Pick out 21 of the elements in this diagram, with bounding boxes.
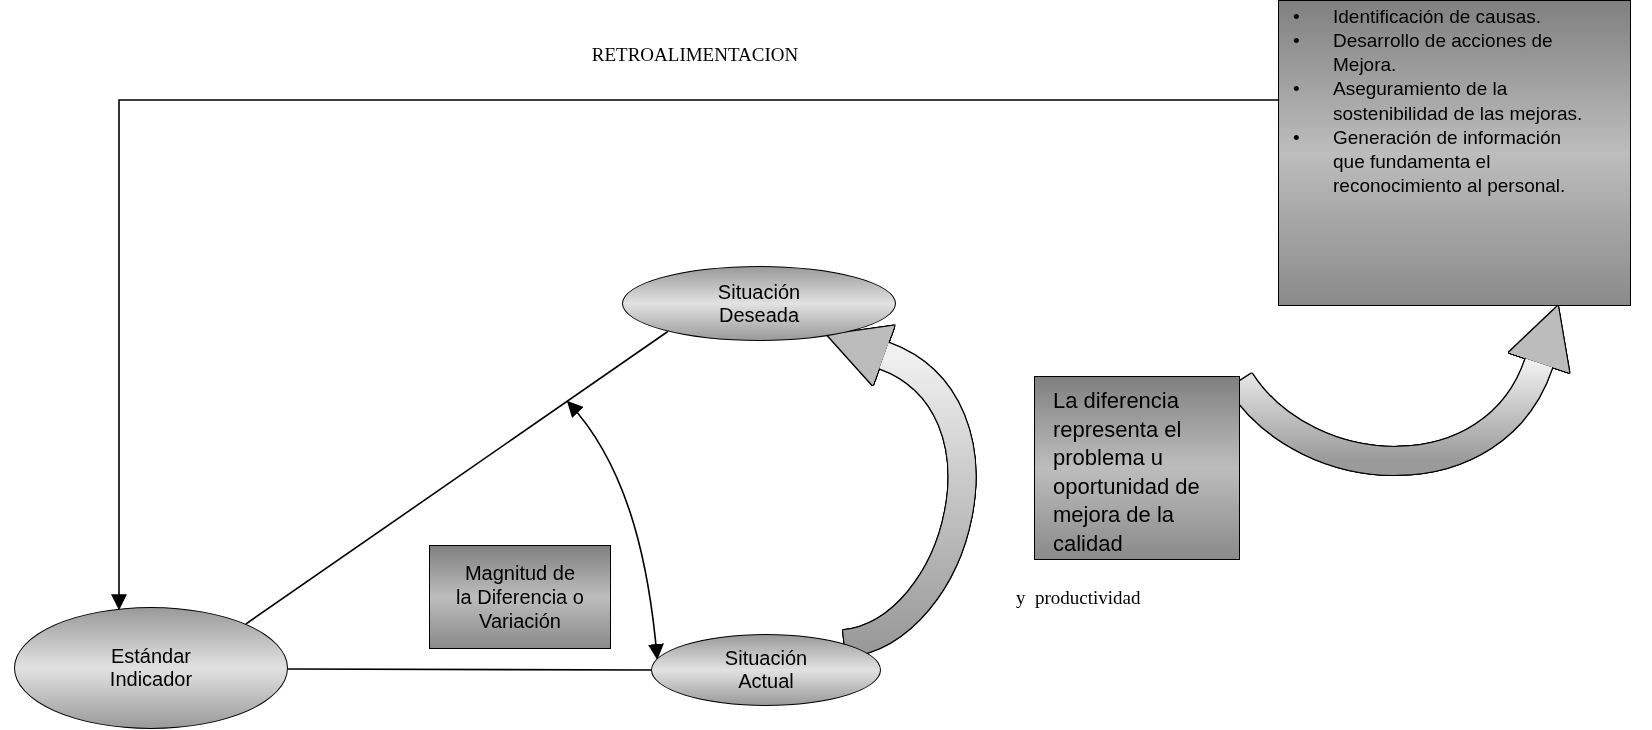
arrow xyxy=(111,99,1279,611)
process-box xyxy=(429,545,611,649)
bullet-text: Desarrollo de acciones de Mejora. xyxy=(1333,29,1554,78)
bullet-marker: • xyxy=(1293,29,1301,54)
note-box xyxy=(1034,376,1240,560)
beside-text: y productividad xyxy=(1016,587,1141,609)
double-arrow xyxy=(566,400,664,660)
node-text: Magnitud de la Diferencia o Variación xyxy=(456,561,584,633)
bullet-marker: • xyxy=(1293,5,1301,29)
bullet-marker: • xyxy=(1293,125,1301,150)
bullet-text: Aseguramiento de la sostenibilidad de las mejoras. xyxy=(1333,77,1584,126)
connector-line xyxy=(245,330,669,625)
node-text: La diferencia representa el problema u oportunidad de mejora de la calidad xyxy=(1052,387,1201,558)
node-text: Situación Actual xyxy=(723,647,809,693)
node-text: Situación Deseada xyxy=(716,280,802,327)
bullet-text: Generación de información que fundamenta el reconocimiento al personal. xyxy=(1333,125,1567,198)
connector-line xyxy=(287,668,652,671)
bullet-text: Identificación de causas. xyxy=(1333,5,1543,29)
note-box xyxy=(1278,0,1631,306)
node-text: Estándar Indicador xyxy=(108,645,194,691)
bullet-marker: • xyxy=(1293,77,1301,102)
